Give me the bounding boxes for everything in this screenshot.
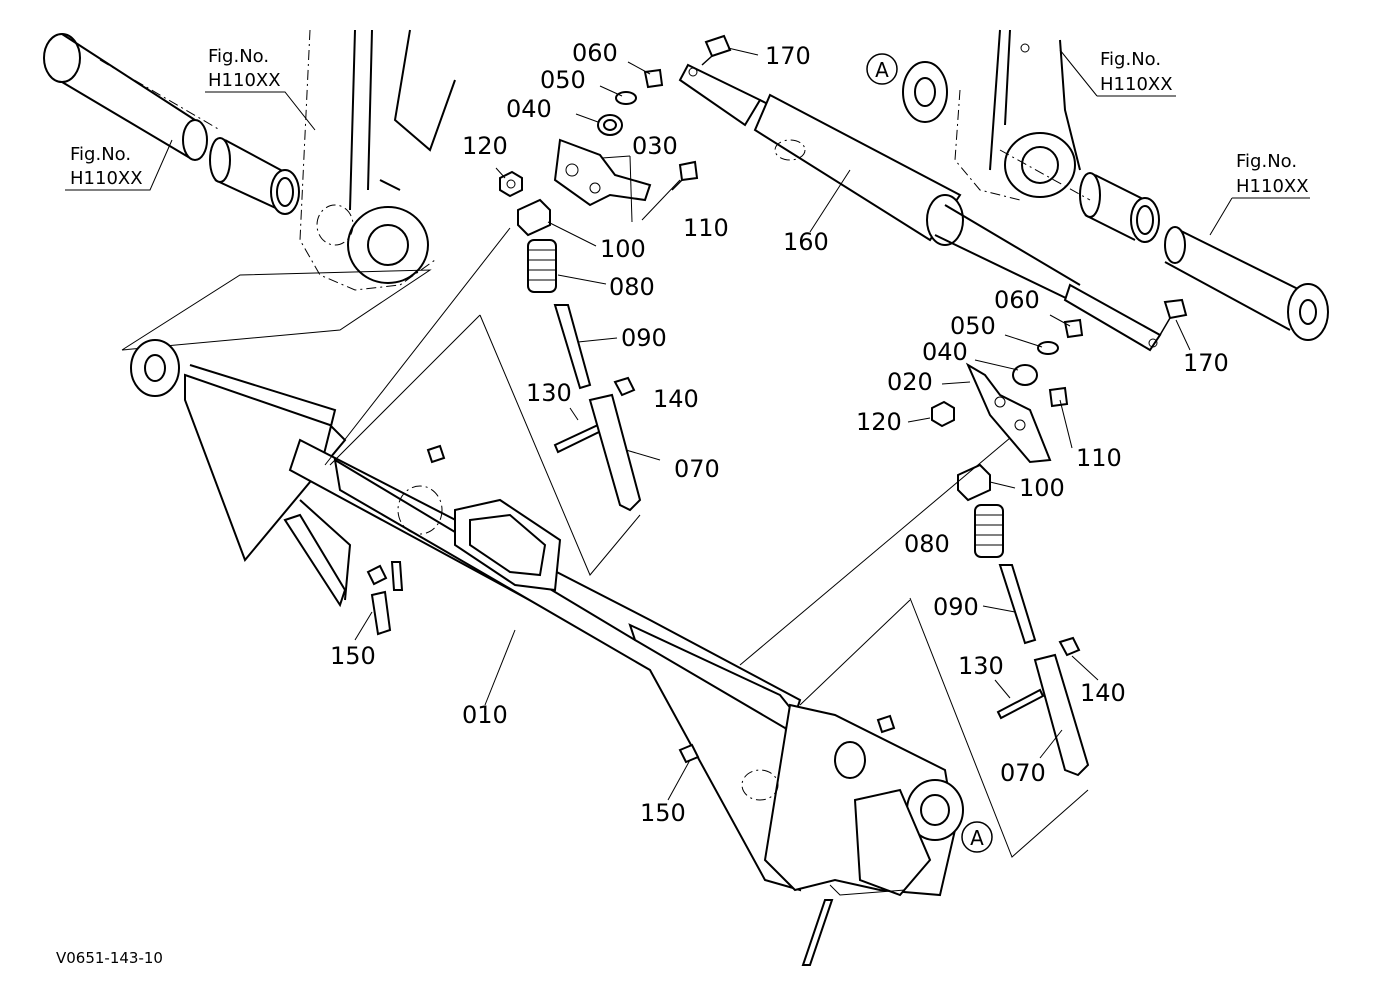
callout-150-right: 150 — [640, 799, 686, 827]
callout-130-right: 130 — [958, 652, 1004, 680]
bolt-060-left — [643, 68, 664, 89]
rod-090-right — [998, 564, 1037, 645]
block-100-right — [957, 463, 991, 502]
bolt-060-right — [1063, 318, 1084, 339]
callout-010: 010 — [462, 701, 508, 729]
fig-ref-3: Fig.No. H110XX — [1059, 49, 1176, 97]
cylinder-160 — [678, 63, 1162, 352]
bolt-170-right — [1159, 298, 1188, 336]
rod-090-left — [553, 304, 592, 390]
callout-110-right: 110 — [1076, 444, 1122, 472]
callout-070-right: 070 — [1000, 759, 1046, 787]
callout-100-right: 100 — [1019, 474, 1065, 502]
callout-090-left: 090 — [621, 324, 667, 352]
callout-050-left: 050 — [540, 66, 586, 94]
callout-labels: 060 050 040 030 120 110 100 080 090 130 … — [330, 39, 1229, 827]
callout-160: 160 — [783, 228, 829, 256]
fig-ref-4: Fig.No. H110XX — [1209, 151, 1310, 236]
spring-080-left — [527, 239, 557, 293]
lever-030 — [553, 138, 652, 207]
block-100-left — [517, 198, 551, 237]
callout-100-left: 100 — [600, 235, 646, 263]
callout-040-right: 040 — [922, 338, 968, 366]
fig-ref-prefix: Fig.No. — [208, 46, 269, 67]
fig-ref-number: H110XX — [208, 70, 281, 91]
callout-150-left: 150 — [330, 642, 376, 670]
bolt-130-left — [553, 423, 603, 454]
spring-040-right — [1012, 364, 1038, 386]
pin-right — [1164, 226, 1329, 341]
callout-050-right: 050 — [950, 312, 996, 340]
callout-080-right: 080 — [904, 530, 950, 558]
callout-060-left: 060 — [572, 39, 618, 67]
view-marker-a-top: A — [866, 53, 898, 85]
swing-post-left — [299, 29, 456, 291]
nut-140-right — [1058, 636, 1081, 657]
fig-ref-number: H110XX — [1100, 74, 1173, 95]
callout-120-left: 120 — [462, 132, 508, 160]
washer-050-left — [615, 91, 637, 105]
washer-050-right — [1037, 341, 1059, 355]
lever-020 — [965, 362, 1052, 464]
bolt-170-top — [701, 34, 732, 66]
fig-ref-number: H110XX — [1236, 176, 1309, 197]
callout-140-left: 140 — [653, 385, 699, 413]
callout-170-right: 170 — [1183, 349, 1229, 377]
callout-170-top: 170 — [765, 42, 811, 70]
frame-010 — [130, 339, 964, 897]
fig-ref-1: Fig.No. H110XX — [205, 46, 316, 131]
view-marker-label: A — [970, 826, 984, 850]
fig-ref-2: Fig.No. H110XX — [65, 139, 173, 191]
grease-fitting-150-left — [366, 561, 404, 636]
arm-070-right — [1033, 653, 1090, 777]
view-marker-label: A — [875, 58, 889, 82]
bolt-110-right — [1048, 386, 1069, 408]
callout-040-left: 040 — [506, 95, 552, 123]
callout-030: 030 — [632, 132, 678, 160]
callout-130-left: 130 — [526, 379, 572, 407]
spring-040-left — [597, 114, 623, 136]
spring-080-right — [974, 504, 1004, 558]
washer-right-top — [902, 61, 948, 123]
bushing-left — [209, 137, 300, 215]
callout-110-left: 110 — [683, 214, 729, 242]
callout-090-right: 090 — [933, 593, 979, 621]
bolt-top-fittings — [426, 444, 896, 734]
bolt-130-right — [996, 688, 1045, 720]
drawing-code: V0651-143-10 — [56, 949, 163, 967]
arm-070-left — [588, 393, 642, 512]
swing-post-right — [954, 29, 1081, 201]
fig-ref-number: H110XX — [70, 168, 143, 189]
callout-140-right: 140 — [1080, 679, 1126, 707]
nut-120-left — [499, 170, 523, 198]
callout-020: 020 — [887, 368, 933, 396]
nut-120-right — [931, 400, 955, 428]
fig-ref-prefix: Fig.No. — [1236, 151, 1297, 172]
callout-060-right: 060 — [994, 286, 1040, 314]
leader-lines — [354, 47, 1191, 801]
bolt-110-left — [671, 160, 699, 191]
callout-080-left: 080 — [609, 273, 655, 301]
grease-fitting-150-right — [678, 743, 834, 966]
nut-140-left — [613, 376, 636, 397]
fig-ref-prefix: Fig.No. — [70, 144, 131, 165]
callout-070-left: 070 — [674, 455, 720, 483]
bushing-right — [1079, 172, 1160, 243]
pin-left — [43, 33, 208, 161]
view-marker-a-bottom: A — [961, 821, 993, 853]
fig-ref-prefix: Fig.No. — [1100, 49, 1161, 70]
callout-120-right: 120 — [856, 408, 902, 436]
